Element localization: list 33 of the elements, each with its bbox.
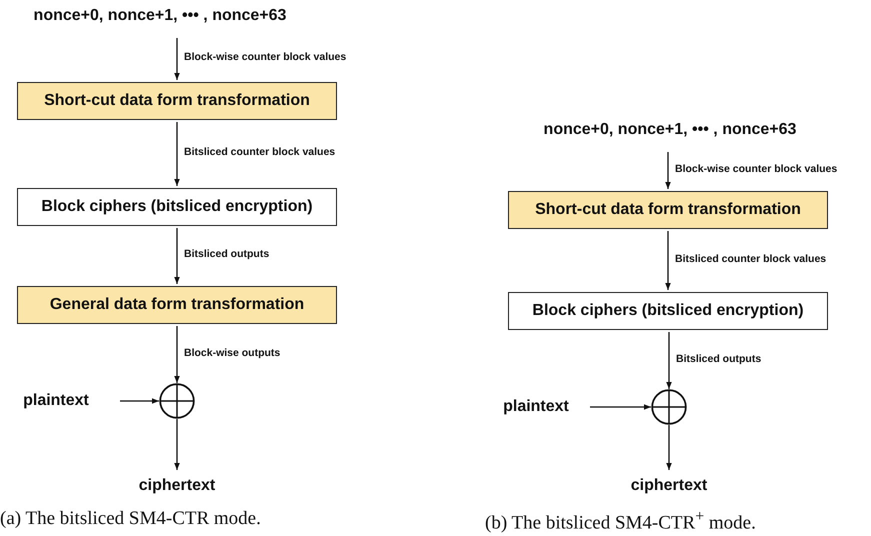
arrow [666,425,672,470]
text-label: ciphertext [609,474,729,498]
edge-label: Bitsliced outputs [676,352,762,364]
xor-symbol [651,389,687,425]
edge-label: Block-wise counter block values [675,162,838,174]
arrow [666,332,672,389]
arrow [174,228,180,284]
process-box: Short-cut data form transformation [17,82,337,120]
arrow [174,326,180,383]
process-box: Block ciphers (bitsliced encryption) [508,292,828,330]
text-label: nonce+0, nonce+1, ••• , nonce+63 [520,118,820,142]
text-label: ciphertext [117,474,237,498]
caption: (b) The bitsliced SM4-CTR$^{+}$ mode. [485,508,756,534]
arrow [174,122,180,186]
caption: (a) The bitsliced SM4-CTR mode. [0,508,261,530]
arrow [174,419,180,470]
text-label: plaintext [0,389,112,413]
arrow [665,231,671,290]
arrow [174,38,180,80]
edge-label: Bitsliced outputs [184,248,270,260]
process-box: Short-cut data form transformation [508,191,828,229]
xor-symbol [159,383,195,419]
edge-label: Bitsliced counter block values [675,252,826,264]
edge-label: Block-wise counter block values [184,51,346,63]
arrow [120,398,159,404]
edge-label: Block-wise outputs [184,346,280,358]
process-box: General data form transformation [17,286,337,324]
process-box: Block ciphers (bitsliced encryption) [17,188,337,226]
text-label: nonce+0, nonce+1, ••• , nonce+63 [30,4,290,28]
arrow [665,152,671,189]
text-label: plaintext [490,395,582,419]
edge-label: Bitsliced counter block values [184,146,336,158]
arrow [590,404,651,410]
